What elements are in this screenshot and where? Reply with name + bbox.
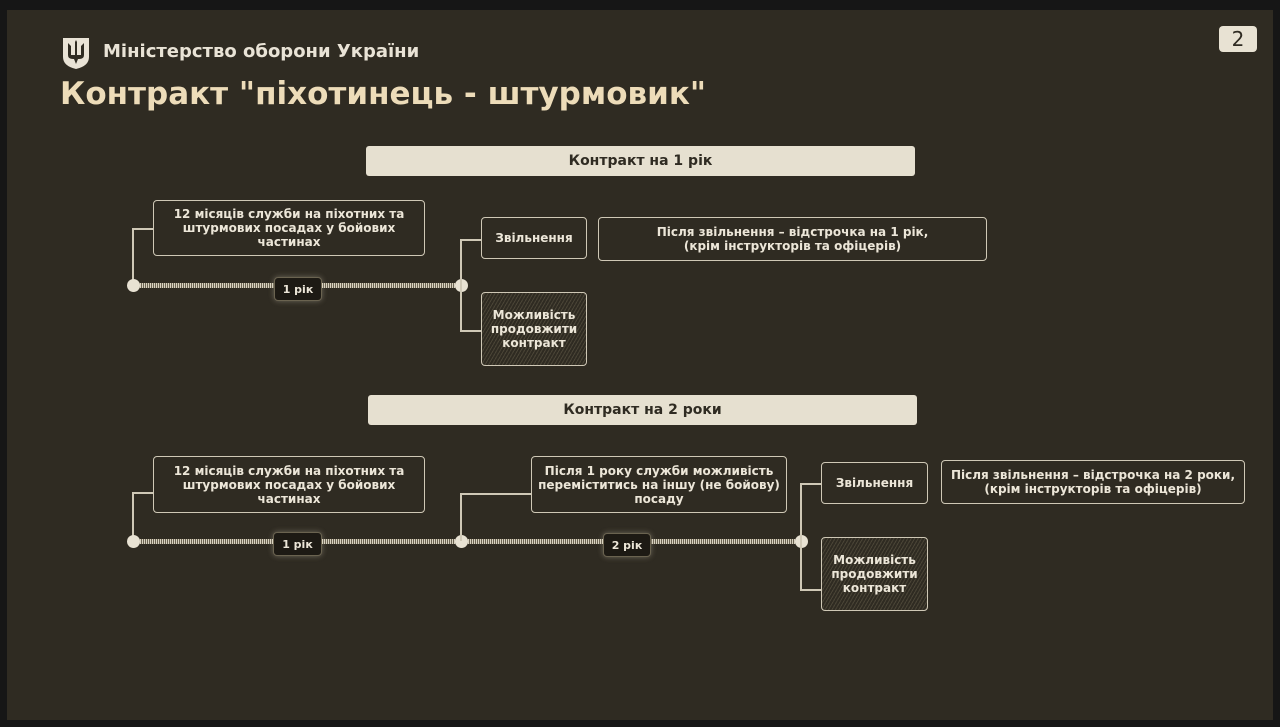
period-pill-2: 2 рік bbox=[603, 533, 651, 557]
deferral-note-line2: (крім інструкторів та офіцерів) bbox=[683, 239, 902, 253]
discharge-box: Звільнення bbox=[481, 217, 587, 259]
connector bbox=[132, 492, 134, 542]
extend-contract-box: Можливість продовжити контракт bbox=[821, 537, 928, 611]
timeline-end-dot bbox=[455, 279, 468, 292]
slide bbox=[7, 10, 1273, 720]
period-pill-1: 1 рік bbox=[273, 532, 322, 556]
deferral-note-line1: Після звільнення – відстрочка на 1 рік, bbox=[656, 225, 929, 239]
extend-contract-box: Можливість продовжити контракт bbox=[481, 292, 587, 366]
discharge-box: Звільнення bbox=[821, 462, 928, 504]
connector bbox=[800, 483, 822, 485]
timeline-end-dot bbox=[795, 535, 808, 548]
page-title: Контракт "піхотинець - штурмовик" bbox=[60, 76, 707, 112]
ministry-trident-logo-icon bbox=[63, 38, 89, 69]
deferral-note-box: Після звільнення – відстрочка на 2 роки,… bbox=[941, 460, 1245, 504]
timeline-mid-dot bbox=[455, 535, 468, 548]
deferral-note-box: Після звільнення – відстрочка на 1 рік, … bbox=[598, 217, 987, 261]
timeline-start-dot bbox=[127, 535, 140, 548]
branch-connector bbox=[460, 239, 462, 331]
connector bbox=[132, 228, 134, 285]
period-pill: 1 рік bbox=[274, 277, 322, 301]
contract-1-year-heading: Контракт на 1 рік bbox=[366, 146, 915, 176]
service-box: 12 місяців служби на піхотних та штурмов… bbox=[153, 200, 425, 256]
deferral-note-line1: Після звільнення – відстрочка на 2 роки, bbox=[950, 468, 1236, 482]
branch-connector bbox=[800, 483, 802, 590]
connector bbox=[460, 239, 482, 241]
connector bbox=[132, 228, 154, 230]
connector bbox=[460, 330, 482, 332]
connector bbox=[132, 492, 154, 494]
transfer-box: Після 1 року служби можливість перемісти… bbox=[531, 456, 787, 513]
ministry-name: Міністерство оборони України bbox=[103, 41, 420, 62]
connector bbox=[460, 493, 462, 541]
service-box: 12 місяців служби на піхотних та штурмов… bbox=[153, 456, 425, 513]
connector bbox=[800, 589, 822, 591]
deferral-note-line2: (крім інструкторів та офіцерів) bbox=[984, 482, 1202, 496]
connector bbox=[460, 493, 532, 495]
page-number: 2 bbox=[1219, 26, 1257, 52]
timeline-start-dot bbox=[127, 279, 140, 292]
contract-2-years-heading: Контракт на 2 роки bbox=[368, 395, 917, 425]
